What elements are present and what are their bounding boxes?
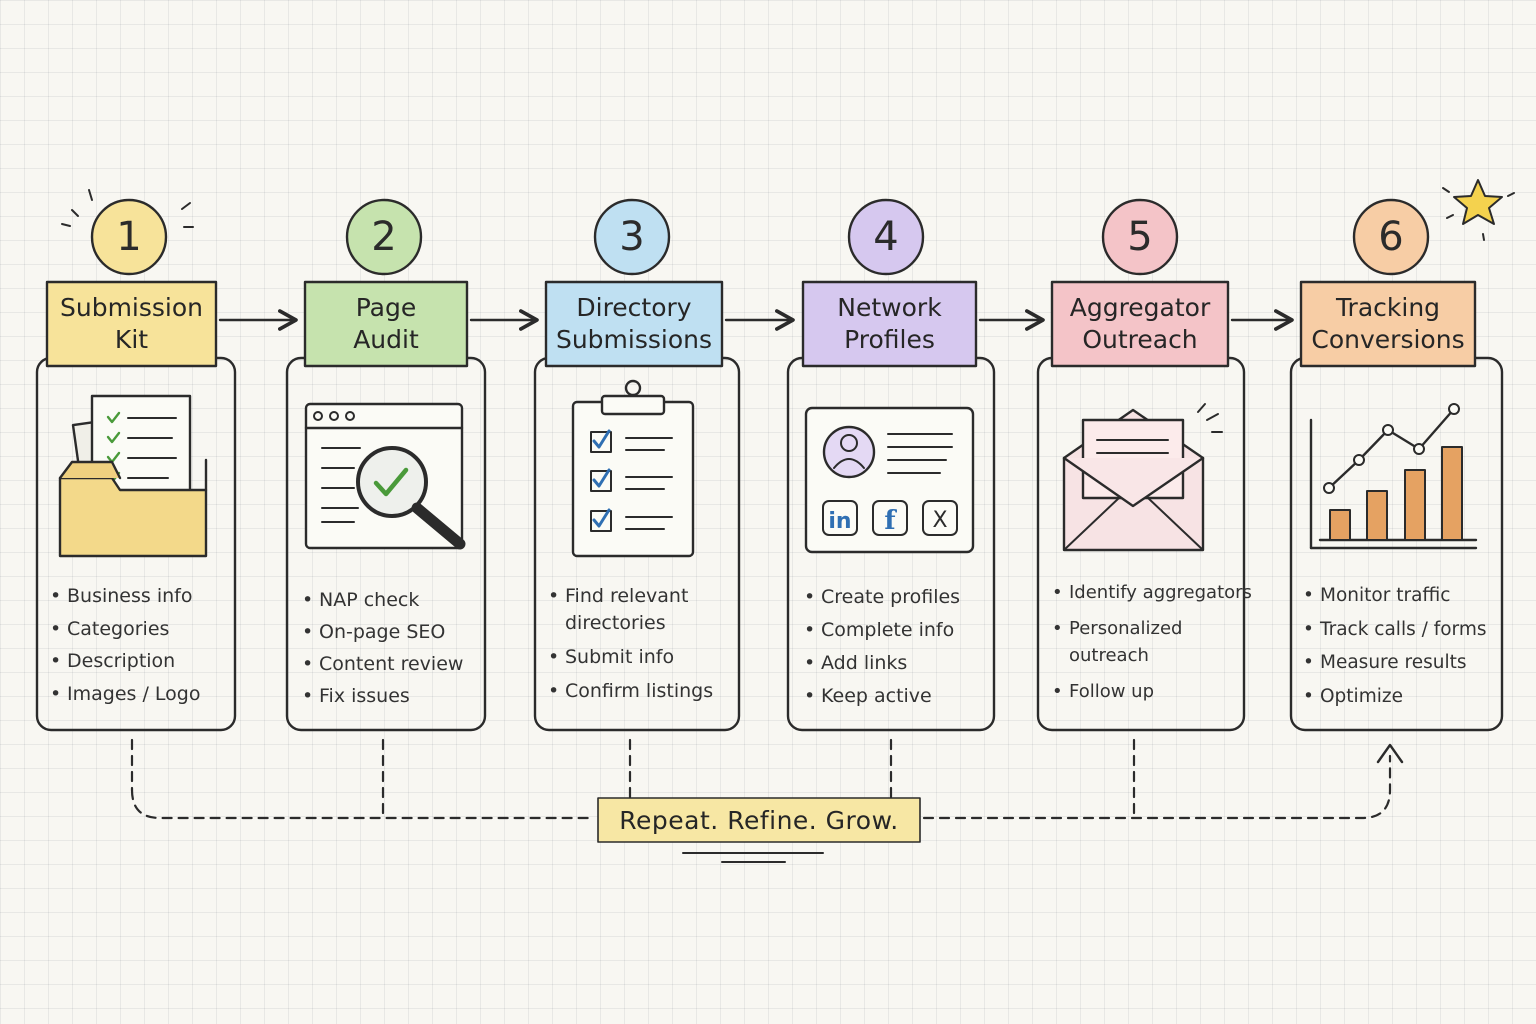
clipboard-checklist-icon (571, 379, 695, 558)
step-1-number: 1 (116, 214, 142, 260)
step-3-title: Directory Submissions (555, 293, 713, 354)
step-3-circle (593, 198, 671, 276)
feedback-loop (130, 738, 1392, 820)
svg-text:f: f (884, 506, 897, 536)
svg-text:in: in (828, 509, 851, 534)
step-5-title-box (1050, 280, 1230, 368)
list-item: Identify aggregators (1052, 579, 1252, 606)
linkedin-icon (822, 500, 858, 536)
list-item: Follow up (1052, 678, 1252, 705)
step-1-title-box (45, 280, 218, 368)
step-5-list: Identify aggregators Personalized outrea… (1052, 579, 1252, 705)
list-item: Content review (302, 648, 463, 680)
loop-underline (682, 852, 824, 863)
list-item: Monitor traffic (1303, 579, 1486, 613)
step-6-title: Tracking Conversions (1311, 293, 1465, 354)
list-item: Create profiles (804, 581, 960, 614)
step-4-number: 4 (873, 214, 899, 260)
list-item: Measure results (1303, 646, 1486, 680)
step-4-title: Network Profiles (837, 293, 942, 354)
list-item: Find relevant directories (548, 583, 713, 637)
envelope-letter-icon (1062, 403, 1223, 552)
step-3-number: 3 (619, 214, 645, 260)
growth-chart-icon (1309, 403, 1478, 550)
step-4-list: Create profiles Complete info Add links … (804, 581, 960, 713)
step-6-title-box (1299, 280, 1477, 368)
list-item: On-page SEO (302, 616, 463, 648)
loop-label: Repeat. Refine. Grow. (619, 805, 899, 835)
step-6-circle (1352, 198, 1430, 276)
step-2-list: NAP check On-page SEO Content review Fix… (302, 584, 463, 712)
list-item: Complete info (804, 614, 960, 647)
list-item: Description (50, 645, 200, 678)
list-item: Confirm listings (548, 678, 713, 705)
list-item: Keep active (804, 680, 960, 713)
loop-note-box (597, 797, 921, 843)
step-3-list: Find relevant directories Submit info Co… (548, 583, 713, 705)
step-1-title: Submission Kit (59, 293, 204, 354)
star-icon (1442, 179, 1515, 241)
step-3-title-box (544, 280, 724, 368)
step-5-number: 5 (1127, 214, 1153, 260)
list-item: Personalized outreach (1052, 615, 1252, 669)
step-2-title: Page Audit (353, 293, 419, 354)
list-item: Fix issues (302, 680, 463, 712)
list-item: Add links (804, 647, 960, 680)
sparkle-lines-icon (61, 189, 194, 228)
step-6-number: 6 (1378, 214, 1404, 260)
list-item: Track calls / forms (1303, 613, 1486, 647)
step-2-circle (345, 198, 423, 276)
x-icon (922, 500, 958, 536)
step-1-list: Business info Categories Description Ima… (50, 580, 200, 710)
facebook-icon (872, 500, 908, 536)
loop-return-arrowhead (1376, 743, 1404, 764)
step-5-title: Aggregator Outreach (1069, 293, 1211, 354)
step-1-circle (90, 198, 168, 276)
folder-checklist-icon (58, 394, 208, 558)
list-item: Business info (50, 580, 200, 613)
step-2-number: 2 (371, 214, 397, 260)
step-4-title-box (801, 280, 978, 368)
step-4-circle (847, 198, 925, 276)
list-item: Images / Logo (50, 678, 200, 711)
list-item: Categories (50, 613, 200, 646)
browser-magnifier-icon (304, 402, 466, 550)
svg-text:X: X (932, 508, 947, 533)
list-item: NAP check (302, 584, 463, 616)
list-item: Optimize (1303, 680, 1486, 714)
notification-lines-icon (1197, 403, 1223, 433)
profile-card-icon: in f X (804, 406, 975, 554)
step-5-circle (1101, 198, 1179, 276)
step-2-title-box (303, 280, 469, 368)
step-6-list: Monitor traffic Track calls / forms Meas… (1303, 579, 1486, 713)
list-item: Submit info (548, 644, 713, 671)
